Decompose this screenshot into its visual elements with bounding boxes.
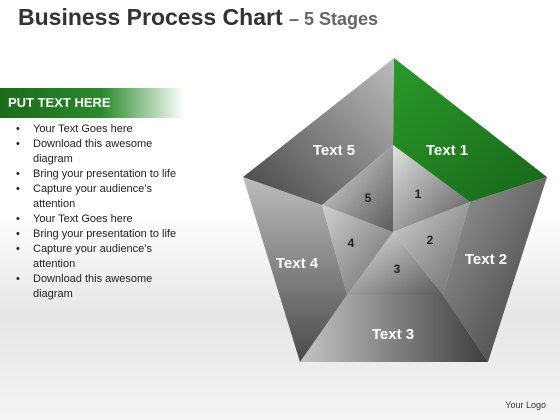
title-main: Business Process Chart (18, 4, 283, 30)
bullet-item: Bring your presentation to life (12, 167, 177, 182)
bullet-item: Your Text Goes here (12, 212, 177, 227)
segment-number-5: 5 (365, 191, 372, 205)
inner-segment-1 (393, 145, 470, 232)
title-subtitle: – 5 Stages (289, 9, 379, 29)
bullet-item: Bring your presentation to life (12, 227, 177, 242)
sidebar-heading-bar: PUT TEXT HERE (0, 88, 185, 118)
segment-label-4: Text 4 (276, 255, 319, 272)
segment-number-1: 1 (415, 187, 422, 201)
logo-text: Your Logo (505, 400, 546, 410)
segment-label-2: Text 2 (465, 251, 507, 268)
bullet-item: Your Text Goes here (12, 122, 177, 137)
segment-5 (243, 58, 394, 205)
segment-number-3: 3 (394, 262, 401, 276)
inner-segment-5 (322, 145, 393, 232)
segment-number-4: 4 (348, 236, 355, 250)
bullet-list: Your Text Goes here Download this awesom… (12, 122, 177, 302)
bullet-item: Capture your audience’s attention (12, 182, 177, 212)
segment-label-5: Text 5 (313, 142, 355, 159)
segment-1 (393, 58, 547, 202)
inner-segment-3 (347, 232, 443, 295)
segment-2 (443, 177, 547, 362)
bullet-item: Capture your audience’s attention (12, 242, 177, 272)
page-title: Business Process Chart – 5 Stages (18, 4, 378, 31)
bullet-item: Download this awesome diagram (12, 137, 177, 167)
bullet-item: Download this awesome diagram (12, 272, 177, 302)
segment-label-3: Text 3 (372, 326, 414, 343)
inner-segment-4 (322, 205, 393, 295)
segment-3 (300, 295, 488, 362)
sidebar-heading: PUT TEXT HERE (8, 95, 111, 110)
segment-4 (243, 177, 347, 362)
segment-number-2: 2 (427, 233, 434, 247)
inner-segment-2 (393, 202, 470, 295)
segment-label-1: Text 1 (426, 142, 468, 159)
